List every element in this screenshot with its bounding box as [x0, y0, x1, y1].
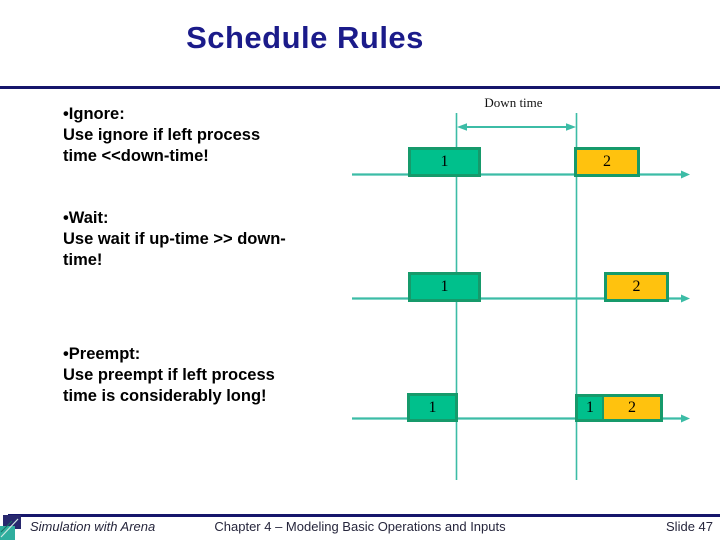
process-box-2: 2 [604, 272, 669, 302]
page-title: Schedule Rules [186, 20, 424, 55]
bullet-wait: •Wait: Use wait if up-time >> down- time… [63, 208, 331, 271]
process-box-2: 2 [604, 397, 660, 419]
bullet-line: Use wait if up-time >> down- [63, 230, 286, 248]
process-box-1-resume: 1 [578, 397, 604, 419]
bullet-line: time is considerably long! [63, 387, 267, 405]
down-time-label: Down time [484, 95, 543, 110]
bullet-ignore: •Ignore: Use ignore if left process time… [63, 104, 331, 167]
footer-slide-number: Slide 47 [666, 519, 713, 534]
arena-logo [0, 515, 21, 540]
bullet-line: time! [63, 251, 103, 269]
bullet-line: time <<down-time! [63, 147, 209, 165]
preempt-combined-box: 1 2 [575, 394, 663, 422]
process-box-2: 2 [574, 147, 640, 177]
footer-divider [8, 514, 720, 517]
bullet-line: •Preempt: [63, 345, 141, 363]
footer-book-title: Simulation with Arena [30, 519, 156, 534]
process-box-1: 1 [407, 393, 458, 422]
downtime-measure-arrow [457, 123, 576, 131]
process-box-1: 1 [408, 147, 481, 177]
footer-chapter-title: Chapter 4 – Modeling Basic Operations an… [214, 519, 506, 534]
bullet-preempt: •Preempt: Use preempt if left process ti… [63, 344, 331, 407]
process-box-1: 1 [408, 272, 481, 302]
title-divider [0, 86, 720, 89]
bullet-line: •Ignore: [63, 105, 125, 123]
bullet-line: Use preempt if left process [63, 366, 275, 384]
bullet-line: •Wait: [63, 209, 109, 227]
bullet-line: Use ignore if left process [63, 126, 261, 144]
